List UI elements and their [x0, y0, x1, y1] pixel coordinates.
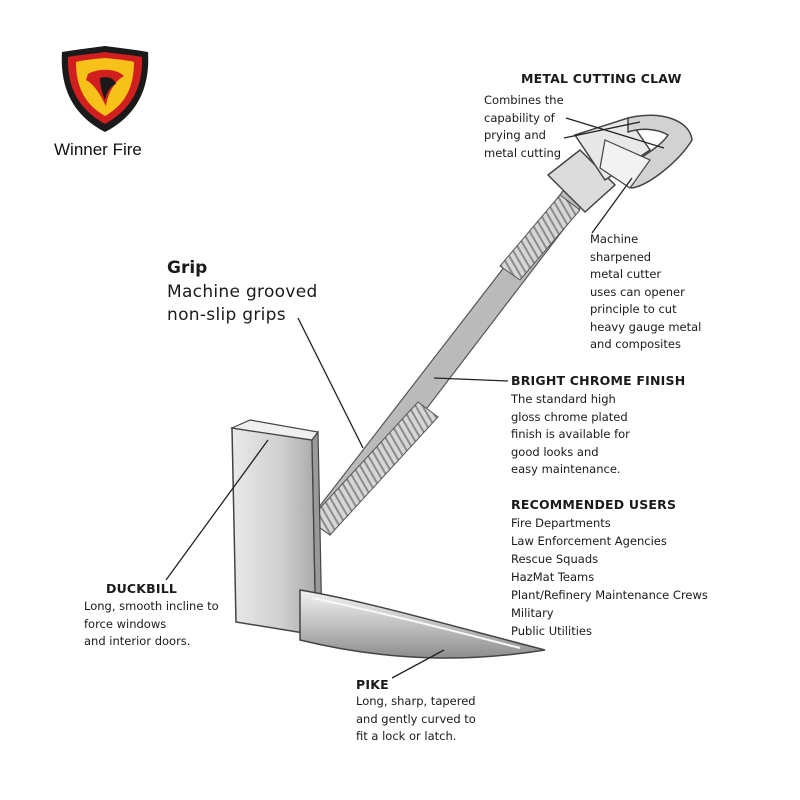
- chrome-title: BRIGHT CHROME FINISH: [511, 373, 686, 388]
- pike-title: PIKE: [356, 677, 389, 692]
- users-list: Fire Departments Law Enforcement Agencie…: [511, 514, 708, 640]
- shaft: [308, 177, 593, 536]
- cutter-body: Machine sharpened metal cutter uses can …: [590, 232, 702, 351]
- grip-title: Grip: [167, 258, 208, 278]
- users-title: RECOMMENDED USERS: [511, 497, 677, 512]
- brand-logo: [60, 44, 150, 138]
- brand-name: Winner Fire: [54, 140, 142, 159]
- shield-logo-icon: [61, 46, 149, 132]
- list-item: Military: [511, 606, 554, 620]
- claw-body: Combines the capability of prying and me…: [484, 93, 564, 160]
- list-item: Law Enforcement Agencies: [511, 534, 667, 548]
- list-item: Plant/Refinery Maintenance Crews: [511, 588, 708, 602]
- pike: [299, 589, 546, 659]
- duckbill-body: Long, smooth incline to force windows an…: [84, 599, 219, 648]
- list-item: Public Utilities: [511, 624, 592, 638]
- claw-head: [546, 114, 693, 214]
- grip-body: Machine grooved non-slip grips: [167, 282, 318, 325]
- chrome-body: The standard high gloss chrome plated fi…: [511, 392, 630, 476]
- duckbill-title: DUCKBILL: [106, 581, 178, 596]
- leader-lines: [165, 117, 665, 679]
- claw-title: METAL CUTTING CLAW: [521, 71, 682, 86]
- list-item: Fire Departments: [511, 516, 611, 530]
- pike-body: Long, sharp, tapered and gently curved t…: [356, 694, 476, 743]
- list-item: Rescue Squads: [511, 552, 599, 566]
- list-item: HazMat Teams: [511, 570, 595, 584]
